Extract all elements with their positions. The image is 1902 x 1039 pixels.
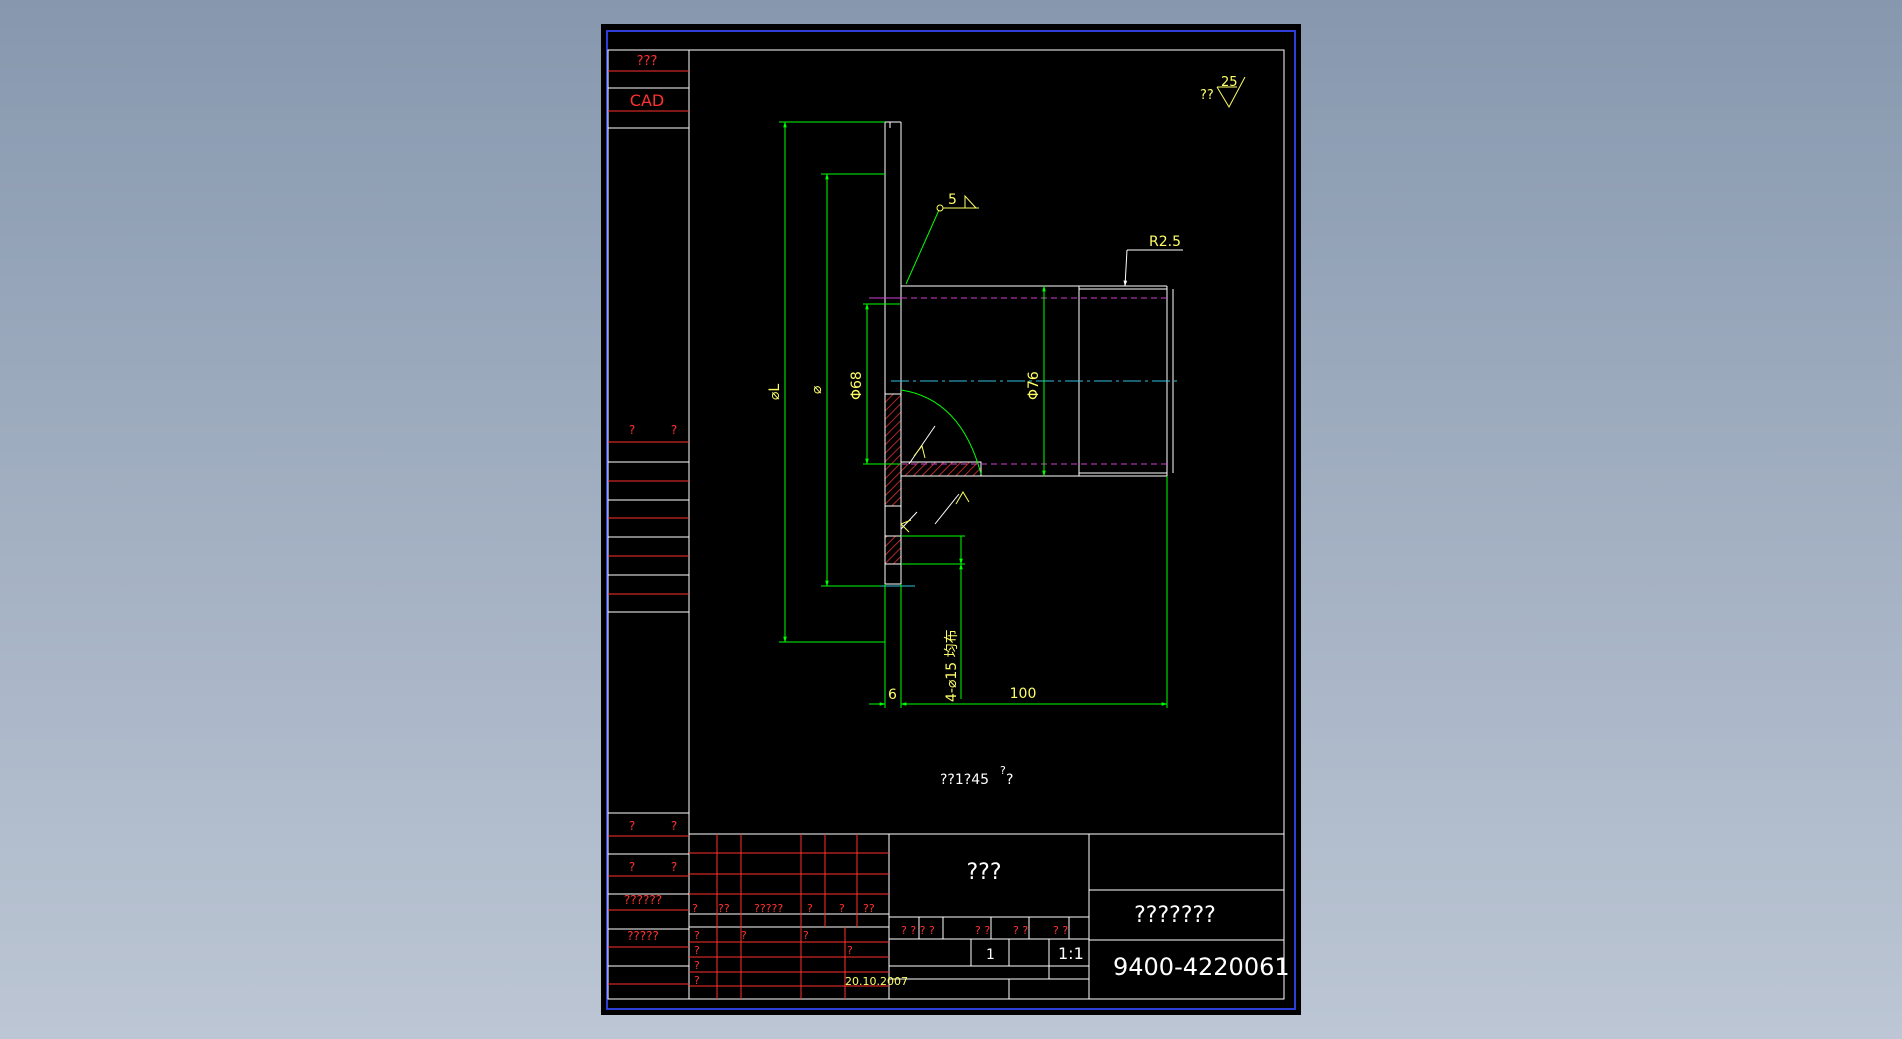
title-block: ? ?? ????? ? ? ?? ? ? ? ? ? ? ? ??? ????… [689,833,1290,999]
side-row1-left: ? [629,819,635,833]
header-mark-5: ? [839,902,845,915]
grid-mark-3: ? [694,959,700,972]
roughness-value: 25 [1221,75,1238,90]
header-mark-2: ?? [718,902,730,915]
note-suffix: ? [1006,772,1013,788]
cad-label: CAD [630,91,664,110]
note-superscript: ? [1000,764,1006,777]
header-mark-1: ? [692,902,698,915]
grid-mark-6: ? [803,929,809,942]
weld-size: 5 [948,192,957,208]
flange-part [869,121,1181,585]
side-panel-header: ??? [637,54,658,69]
drawing-number: 9400-4220061 [1113,953,1290,981]
technical-note: ??1?45 ? ? [940,764,1013,788]
side-mark-right: ? [671,423,677,437]
stage-label-2: ? ? [975,924,990,937]
dim-radius: R2.5 [1149,234,1181,250]
grid-mark-7: ? [847,944,853,957]
quantity: 1 [986,947,995,963]
cad-drawing: ??? CAD ? ? ? ? [606,30,1296,1010]
side-row3: ?????? [624,893,662,907]
bolt-hole-gap [884,505,902,537]
side-row2-right: ? [671,860,677,874]
header-mark-4: ? [807,902,813,915]
drawing-sheet: ??? CAD ? ? ? ? [601,24,1301,1015]
drawing-date: 20.10.2007 [845,975,908,988]
stage-label-3: ? ? [1013,924,1028,937]
side-row1-right: ? [671,819,677,833]
side-row4: ????? [627,929,659,943]
side-panel: ??? CAD ? ? ? ? [608,54,689,985]
roughness-note: ?? 25 [1200,75,1246,109]
dim-flange-thickness: 6 [888,687,897,703]
header-mark-6: ?? [863,902,875,915]
grid-mark-1: ? [694,929,700,942]
side-row2-left: ? [629,860,635,874]
title-owner: ??????? [1134,903,1216,928]
stage-label-1: ? ? ? ? [901,924,935,937]
dim-pipe-od: Φ76 [1026,371,1042,400]
stage-label-4: ? ? [1053,924,1068,937]
dimensions: ⌀L ⌀ Φ68 Φ76 R2.5 [767,121,1183,708]
dim-holes: 4-⌀15 均布 [944,629,960,702]
dim-pipe-length: 100 [1010,686,1037,702]
grid-mark-2: ? [694,944,700,957]
dim-flange-od: ⌀L [767,384,783,400]
hatched-section-flange [884,393,902,565]
note-text: ??1?45 [940,772,989,788]
roughness-prefix: ?? [1200,88,1214,103]
scale: 1:1 [1058,944,1084,963]
grid-mark-5: ? [741,929,747,942]
dim-bolt-circle: ⌀ [809,385,825,394]
dim-bore: Φ68 [849,371,865,400]
sheet-outer-border [606,30,1296,1010]
title-name: ??? [966,860,1001,885]
sheet-inner-border [607,49,1285,1000]
grid-mark-4: ? [694,974,700,987]
weld-symbols: 5 [900,192,979,533]
side-mark-left: ? [629,423,635,437]
header-mark-3: ????? [754,902,783,915]
